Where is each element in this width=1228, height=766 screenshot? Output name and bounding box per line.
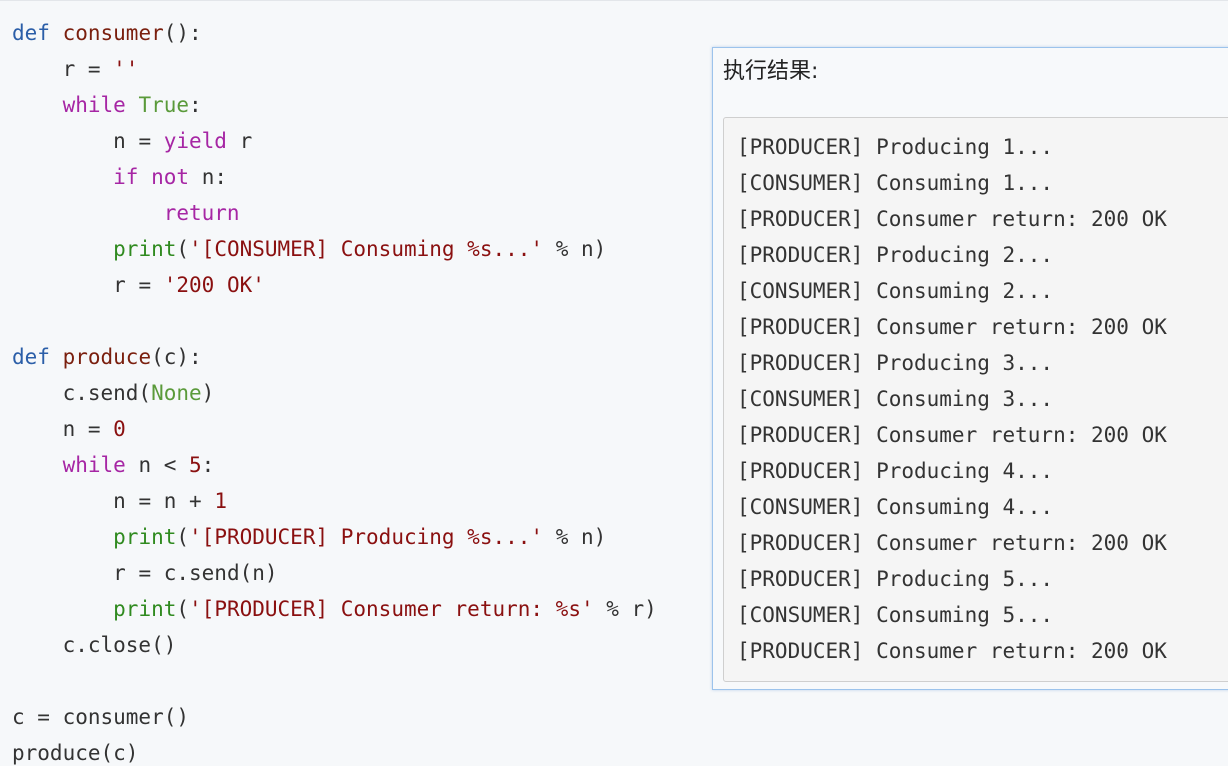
code-token-text: produce(c)	[12, 741, 139, 765]
code-token-text: :	[201, 453, 215, 477]
code-token-text: r =	[62, 57, 114, 81]
code-token-text: n =	[113, 129, 164, 153]
code-token-text: n = n +	[113, 489, 215, 513]
code-token-keyword: while	[62, 453, 126, 477]
code-token-text: )	[201, 381, 215, 405]
code-token-builtin: None	[151, 381, 202, 405]
code-token-keyword: return	[163, 201, 240, 225]
output-line: [CONSUMER] Consuming 4...	[737, 495, 1054, 519]
code-token-keyword: yield	[163, 129, 227, 153]
code-line-13: n = n + 1	[12, 483, 227, 519]
code-token-function: consumer	[62, 21, 164, 45]
code-token-number: 1	[214, 489, 227, 513]
code-token-text: (	[176, 525, 190, 549]
code-line-17: c.close()	[12, 627, 177, 663]
code-line-3: while True:	[12, 87, 202, 123]
code-line-6: return	[12, 195, 240, 231]
code-token-text: c.send(	[62, 381, 152, 405]
code-line-12: while n < 5:	[12, 447, 215, 483]
code-token-text: n:	[189, 165, 227, 189]
result-title: 执行结果:	[723, 59, 819, 84]
output-line: [CONSUMER] Consuming 5...	[737, 603, 1054, 627]
code-token-text: (c):	[151, 345, 202, 369]
code-token-string: '200 OK'	[163, 273, 265, 297]
output-line: [PRODUCER] Consumer return: 200 OK	[737, 315, 1167, 339]
code-token-builtin: print	[113, 525, 177, 549]
code-line-19: produce(c)	[12, 735, 138, 766]
code-token-keyword: if	[113, 165, 139, 189]
code-token-text: % n)	[543, 525, 607, 549]
code-token-keyword: def	[12, 21, 50, 45]
output-line: [CONSUMER] Consuming 2...	[737, 279, 1054, 303]
output-line: [PRODUCER] Producing 3...	[737, 351, 1054, 375]
code-token-text: (	[176, 237, 190, 261]
output-line: [PRODUCER] Consumer return: 200 OK	[737, 207, 1167, 231]
code-token-text: ():	[163, 21, 202, 45]
code-token-text: r	[226, 129, 253, 153]
code-line-7: print('[CONSUMER] Consuming %s...' % n)	[12, 231, 606, 267]
code-token-text: n <	[125, 453, 190, 477]
output-line: [PRODUCER] Consumer return: 200 OK	[737, 531, 1167, 555]
code-token-text: c = consumer()	[12, 705, 190, 729]
output-line: [CONSUMER] Consuming 1...	[737, 171, 1054, 195]
code-line-14: print('[PRODUCER] Producing %s...' % n)	[12, 519, 606, 555]
code-token-builtin: True	[138, 93, 190, 117]
code-token-text: r =	[113, 273, 164, 297]
code-line-15: r = c.send(n)	[12, 555, 278, 591]
code-token-builtin: print	[113, 597, 177, 621]
output-line: [PRODUCER] Consumer return: 200 OK	[737, 423, 1167, 447]
code-token-number: 5	[189, 453, 202, 477]
code-token-keyword: not	[151, 165, 190, 189]
code-token-string: ''	[113, 57, 139, 81]
code-line-11: n = 0	[12, 411, 126, 447]
output-line: [PRODUCER] Producing 2...	[737, 243, 1054, 267]
output-line: [CONSUMER] Consuming 3...	[737, 387, 1054, 411]
code-line-4: n = yield r	[12, 123, 252, 159]
output-line: [PRODUCER] Producing 1...	[737, 135, 1054, 159]
code-token-text: % r)	[593, 597, 657, 621]
code-token-number: 0	[113, 417, 126, 441]
output-line: [PRODUCER] Producing 4...	[737, 459, 1054, 483]
code-token-string: '[PRODUCER] Producing %s...'	[189, 525, 544, 549]
code-line-10: c.send(None)	[12, 375, 215, 411]
code-line-5: if not n:	[12, 159, 227, 195]
result-panel: 执行结果: [PRODUCER] Producing 1... [CONSUMER…	[712, 47, 1228, 690]
output-console: [PRODUCER] Producing 1... [CONSUMER] Cons…	[723, 117, 1228, 682]
code-line-9: def produce(c):	[12, 339, 202, 375]
code-token-string: '[CONSUMER] Consuming %s...'	[189, 237, 544, 261]
code-line-16: print('[PRODUCER] Consumer return: %s' %…	[12, 591, 657, 627]
code-token-text: r = c.send(n)	[113, 561, 278, 585]
code-line-18: c = consumer()	[12, 699, 189, 735]
output-line: [PRODUCER] Consumer return: 200 OK	[737, 639, 1167, 663]
code-token-builtin: print	[113, 237, 177, 261]
code-token-string: '[PRODUCER] Consumer return: %s'	[189, 597, 594, 621]
code-token-function: produce	[62, 345, 152, 369]
code-line-8: r = '200 OK'	[12, 267, 265, 303]
output-line: [PRODUCER] Producing 5...	[737, 567, 1054, 591]
code-token-text: % n)	[543, 237, 607, 261]
code-token-keyword: def	[12, 345, 50, 369]
code-token-text: :	[189, 93, 202, 117]
code-line-1: def consumer():	[12, 15, 202, 51]
code-token-text: n =	[62, 417, 114, 441]
code-line-2: r = ''	[12, 51, 139, 87]
code-token-keyword: while	[62, 93, 126, 117]
code-token-text: c.close()	[62, 633, 177, 657]
code-token-text: (	[176, 597, 190, 621]
